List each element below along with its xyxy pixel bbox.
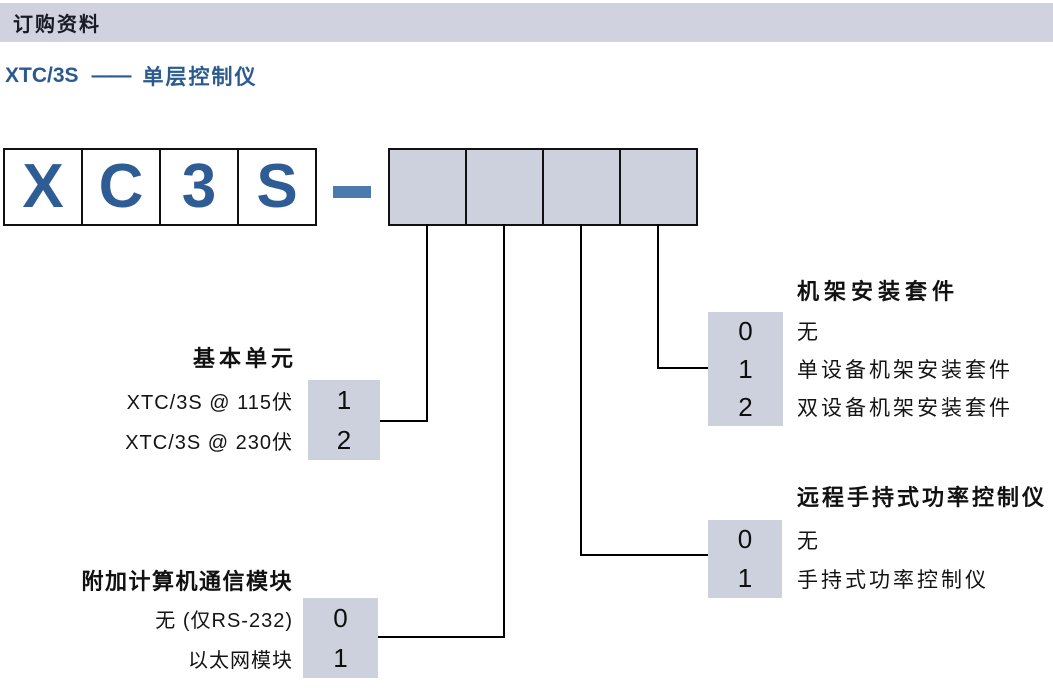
option-value: 1: [333, 642, 348, 673]
section-header-bar: 订购资料: [0, 3, 1053, 42]
option-label: 无: [797, 529, 821, 553]
connector-line-digit3-vertical: [580, 224, 582, 556]
code-blank-row: [388, 148, 698, 226]
option-label: XTC/3S @ 115伏: [126, 391, 293, 414]
code-blank-cell-3: [542, 148, 621, 226]
option-labels-rack-mount-kit: 无 单设备机架安装套件 双设备机架安装套件: [797, 312, 1053, 426]
option-value: 0: [333, 602, 348, 633]
connector-line-digit1-vertical: [426, 224, 428, 422]
code-letter-cell: X: [3, 148, 83, 226]
option-label: 无 (仅RS-232): [155, 609, 293, 632]
option-labels-basic-unit: XTC/3S @ 115伏 XTC/3S @ 230伏: [40, 380, 293, 460]
connector-line-digit3-horizontal: [580, 554, 710, 556]
option-labels-remote-controller: 无 手持式功率控制仪: [797, 520, 1053, 598]
option-value: 2: [738, 391, 753, 422]
value-box-remote-controller: 0 1: [708, 520, 782, 598]
code-letter-row: X C 3 S: [3, 148, 317, 226]
option-value: 1: [336, 384, 352, 415]
code-letter: 3: [181, 152, 217, 221]
code-letter: C: [98, 152, 144, 221]
code-letter-cell: C: [81, 148, 161, 226]
code-blank-cell-1: [388, 148, 467, 226]
option-value: 1: [738, 353, 753, 384]
option-label: 手持式功率控制仪: [797, 568, 989, 592]
option-value: 2: [336, 424, 352, 455]
option-label: 无: [797, 321, 821, 344]
connector-line-digit1-horizontal: [380, 420, 428, 422]
connector-line-digit4-vertical: [657, 224, 659, 369]
code-letter: X: [22, 152, 64, 221]
product-name: 单层控制仪: [142, 66, 258, 89]
section-title-comm-module: 附加计算机通信模块: [81, 569, 293, 594]
code-letter-cell: 3: [159, 148, 239, 226]
product-subtitle: XTC/3S —— 单层控制仪: [5, 62, 258, 90]
option-label: 双设备机架安装套件: [797, 397, 1013, 420]
code-blank-cell-2: [465, 148, 544, 226]
subtitle-dash: ——: [91, 64, 132, 87]
option-value: 1: [737, 563, 753, 593]
option-label: 单设备机架安装套件: [797, 359, 1013, 382]
section-header-title: 订购资料: [13, 14, 101, 36]
section-title-basic-unit: 基本单元: [192, 346, 297, 371]
option-label: XTC/3S @ 230伏: [125, 431, 293, 454]
connector-line-digit4-horizontal: [657, 367, 710, 369]
code-letter: S: [256, 152, 298, 221]
option-value: 0: [738, 315, 753, 346]
code-blank-cell-4: [619, 148, 698, 226]
option-label: 以太网模块: [188, 649, 293, 672]
value-box-rack-mount-kit: 0 1 2: [708, 312, 783, 426]
value-box-comm-module: 0 1: [303, 598, 378, 678]
option-value: 0: [737, 524, 753, 554]
code-separator-dash: [333, 186, 371, 198]
connector-line-digit2-vertical: [503, 224, 505, 638]
section-title-remote-controller: 远程手持式功率控制仪: [797, 485, 1048, 510]
connector-line-digit2-horizontal: [378, 636, 505, 638]
value-box-basic-unit: 1 2: [308, 380, 380, 460]
section-title-rack-mount-kit: 机架安装套件: [797, 279, 960, 304]
code-letter-cell: S: [237, 148, 317, 226]
product-model: XTC/3S: [5, 64, 79, 87]
option-labels-comm-module: 无 (仅RS-232) 以太网模块: [60, 598, 293, 678]
